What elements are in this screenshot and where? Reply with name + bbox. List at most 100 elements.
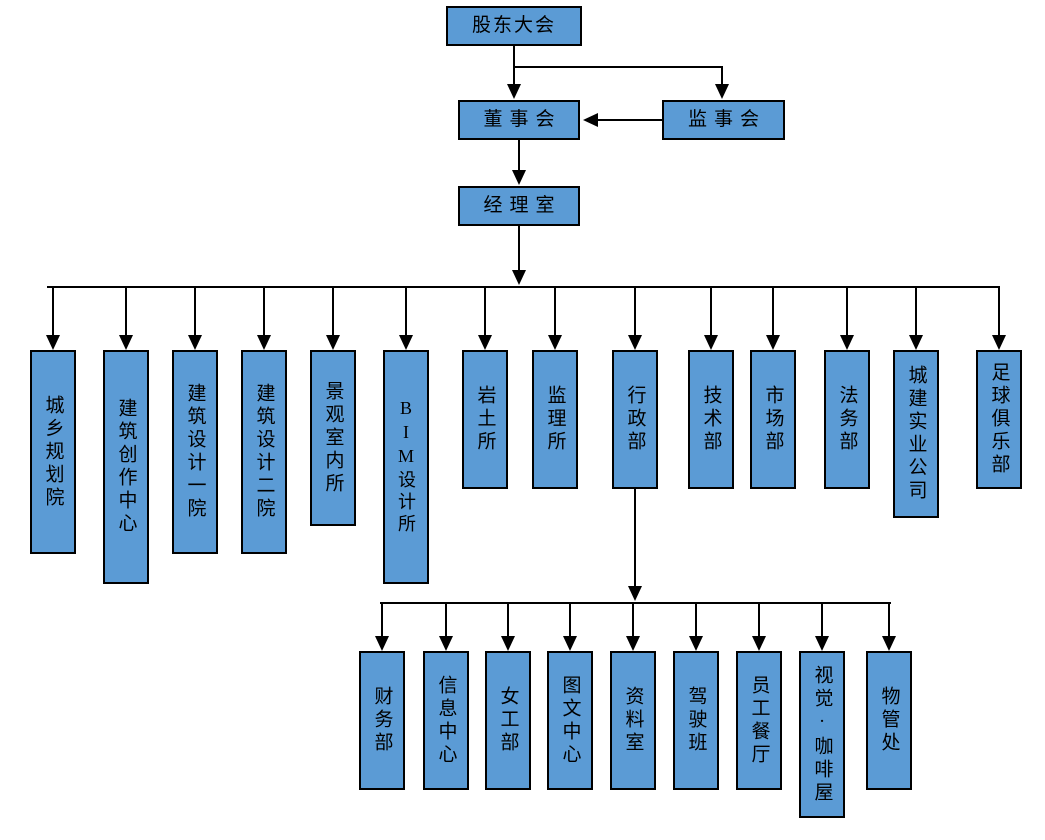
arrow-drop-marketing-department <box>766 335 780 350</box>
node-label: 员工餐厅 <box>748 674 770 767</box>
node-marketing-department[interactable]: 市场部 <box>750 350 796 489</box>
connector-department-bus <box>47 286 999 288</box>
arrow-drop-urban-rural-planning-institute <box>46 335 60 350</box>
connector-drop-urban-rural-planning-institute <box>52 286 54 336</box>
node-label: 财务部 <box>371 686 393 755</box>
node-manager-office[interactable]: 经理室 <box>458 186 580 226</box>
connector-sub-department-bus <box>380 602 891 604</box>
arrow-drop-architectural-design-institute-1 <box>188 335 202 350</box>
node-information-center[interactable]: 信息中心 <box>423 651 469 790</box>
connector-drop-football-club <box>998 286 1000 336</box>
node-label: 建筑创作中心 <box>115 398 137 536</box>
connector-directors-to-manager <box>518 140 520 171</box>
connector-drop-supervision-institute <box>554 286 556 336</box>
connector-drop-urban-construction-company <box>915 286 917 336</box>
arrow-drop-geotechnical-institute <box>478 335 492 350</box>
node-landscape-interior-institute[interactable]: 景观室内所 <box>310 350 356 526</box>
node-label: 资料室 <box>622 686 644 755</box>
arrow-drop-archives-room <box>626 636 640 651</box>
node-label: 监理所 <box>544 385 566 454</box>
node-visual-coffee-house[interactable]: 视觉·咖啡屋 <box>799 651 845 818</box>
arrow-drop-graphics-text-center <box>563 636 577 651</box>
node-label: 经理室 <box>483 194 562 216</box>
node-geotechnical-institute[interactable]: 岩土所 <box>462 350 508 489</box>
arrow-drop-urban-construction-company <box>909 335 923 350</box>
node-bim-design-institute[interactable]: BIM设计所 <box>383 350 429 584</box>
node-label: 股东大会 <box>471 14 556 36</box>
arrow-manager-to-dept-bus <box>512 270 526 285</box>
connector-drop-marketing-department <box>772 286 774 336</box>
connector-shareholders-bus <box>513 66 723 68</box>
node-label: 建筑设计一院 <box>184 383 206 521</box>
connector-drop-visual-coffee-house <box>821 602 823 637</box>
node-label: 监事会 <box>687 108 766 130</box>
arrow-drop-staff-canteen <box>752 636 766 651</box>
node-label: BIM设计所 <box>396 398 416 536</box>
node-label: 足球俱乐部 <box>988 362 1010 477</box>
arrow-drop-legal-department <box>840 335 854 350</box>
node-label: 行政部 <box>624 385 646 454</box>
node-label: 图文中心 <box>559 674 581 767</box>
node-football-club[interactable]: 足球俱乐部 <box>976 350 1022 489</box>
arrow-drop-bim-design-institute <box>399 335 413 350</box>
connector-shareholders-down <box>513 46 515 68</box>
node-property-management-office[interactable]: 物管处 <box>866 651 912 790</box>
node-architectural-creation-center[interactable]: 建筑创作中心 <box>103 350 149 584</box>
node-staff-canteen[interactable]: 员工餐厅 <box>736 651 782 790</box>
arrow-drop-visual-coffee-house <box>815 636 829 651</box>
node-administration-department[interactable]: 行政部 <box>612 350 658 489</box>
node-label: 法务部 <box>836 385 858 454</box>
node-label: 岩土所 <box>474 385 496 454</box>
connector-admin-to-sub-bus <box>634 489 636 587</box>
node-label: 董事会 <box>483 108 562 130</box>
node-label: 信息中心 <box>435 674 457 767</box>
node-finance-department[interactable]: 财务部 <box>359 651 405 790</box>
node-architectural-design-institute-1[interactable]: 建筑设计一院 <box>172 350 218 554</box>
connector-drop-archives-room <box>632 602 634 637</box>
arrow-drop-architectural-design-institute-2 <box>257 335 271 350</box>
connector-drop-women-workers-department <box>507 602 509 637</box>
arrow-drop-finance-department <box>375 636 389 651</box>
connector-manager-to-dept-bus <box>518 226 520 271</box>
connector-drop-bim-design-institute <box>405 286 407 336</box>
arrow-drop-information-center <box>439 636 453 651</box>
node-legal-department[interactable]: 法务部 <box>824 350 870 489</box>
node-archives-room[interactable]: 资料室 <box>610 651 656 790</box>
node-graphics-text-center[interactable]: 图文中心 <box>547 651 593 790</box>
arrow-to-board-directors <box>507 84 521 99</box>
node-label: 驾驶班 <box>685 686 707 755</box>
connector-to-board-directors <box>513 66 515 85</box>
connector-drop-graphics-text-center <box>569 602 571 637</box>
arrow-drop-landscape-interior-institute <box>326 335 340 350</box>
node-technology-department[interactable]: 技术部 <box>688 350 734 489</box>
node-urban-construction-company[interactable]: 城建实业公司 <box>893 350 939 518</box>
node-architectural-design-institute-2[interactable]: 建筑设计二院 <box>241 350 287 554</box>
arrow-drop-administration-department <box>628 335 642 350</box>
node-board-of-directors[interactable]: 董事会 <box>458 100 580 140</box>
arrow-drop-football-club <box>992 335 1006 350</box>
arrow-drop-property-management-office <box>882 636 896 651</box>
connector-drop-driving-team <box>695 602 697 637</box>
connector-drop-architectural-creation-center <box>125 286 127 336</box>
connector-drop-staff-canteen <box>758 602 760 637</box>
connector-drop-administration-department <box>634 286 636 336</box>
node-label: 景观室内所 <box>322 380 344 496</box>
node-label: 女工部 <box>497 686 519 755</box>
arrow-drop-architectural-creation-center <box>119 335 133 350</box>
connector-drop-architectural-design-institute-2 <box>263 286 265 336</box>
node-driving-team[interactable]: 驾驶班 <box>673 651 719 790</box>
connector-supervisors-to-directors <box>597 119 663 121</box>
arrow-drop-women-workers-department <box>501 636 515 651</box>
connector-drop-technology-department <box>710 286 712 336</box>
connector-drop-legal-department <box>846 286 848 336</box>
node-supervision-institute[interactable]: 监理所 <box>532 350 578 489</box>
node-shareholders-meeting[interactable]: 股东大会 <box>446 6 582 46</box>
node-urban-rural-planning-institute[interactable]: 城乡规划院 <box>30 350 76 554</box>
arrow-to-board-supervisors <box>715 84 729 99</box>
arrow-supervisors-to-directors <box>583 113 598 127</box>
node-label: 城乡规划院 <box>42 394 64 510</box>
node-women-workers-department[interactable]: 女工部 <box>485 651 531 790</box>
node-label: 物管处 <box>878 686 900 755</box>
node-board-of-supervisors[interactable]: 监事会 <box>662 100 785 140</box>
